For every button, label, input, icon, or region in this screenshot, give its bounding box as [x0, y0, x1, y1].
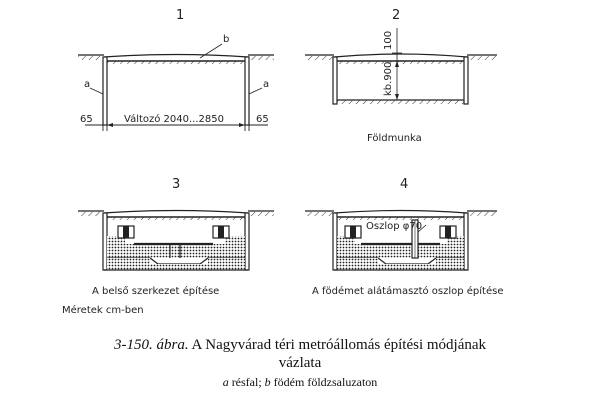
- figure-number: 3-150.: [113, 337, 153, 353]
- panel-2-number: 2: [392, 8, 400, 23]
- legend-a-text: résfal;: [231, 375, 262, 389]
- figure-caption-line2: vázlata: [0, 354, 600, 372]
- panel-3-number: 3: [172, 177, 180, 192]
- slab-b: [103, 53, 249, 58]
- figure-word: ábra.: [156, 337, 189, 353]
- dim-center: Változó 2040...2850: [124, 113, 224, 125]
- figure-title-line2: vázlata: [278, 355, 322, 371]
- dim-900: kb.900: [383, 62, 394, 96]
- figure-title-line1: A Nagyvárad téri metróállomás építési mó…: [191, 337, 487, 353]
- dim-100: 100: [383, 31, 394, 50]
- panel-3-caption-1: A belső szerkezet építése: [92, 285, 219, 297]
- panel-2: 2 100 kb.900 Földmunka: [305, 8, 497, 144]
- legend-a-letter: a: [222, 375, 229, 389]
- panel-1-number: 1: [176, 8, 184, 23]
- label-a-right: a: [263, 79, 269, 90]
- panel-4: 4 Oszlop φ70 A födémet alátámasztó oszlo…: [305, 177, 504, 297]
- panel-1: 1 b a a 65 Változó 2040...2850 65: [78, 8, 274, 131]
- panel-4-number: 4: [400, 177, 408, 192]
- label-column: Oszlop φ70: [366, 221, 422, 232]
- dim-left: 65: [80, 114, 93, 125]
- label-b: b: [223, 34, 229, 45]
- figure-drawing: 1 b a a 65 Változó 2040...2850 65 2: [62, 8, 504, 316]
- panel-2-caption: Földmunka: [367, 133, 422, 144]
- legend-b-letter: b: [264, 375, 271, 389]
- wall-a-right: [244, 56, 250, 126]
- panel-3: 3 A belső szerkezet építése Méretek cm-b…: [62, 177, 274, 316]
- figure-caption-line1: 3-150. ábra. A Nagyvárad téri metróállom…: [0, 336, 600, 354]
- panel-4-caption: A födémet alátámasztó oszlop építése: [312, 285, 504, 297]
- legend-b-text: födém földzsaluzaton: [273, 375, 378, 389]
- dim-right: 65: [256, 114, 269, 125]
- figure-legend: a résfal; b födém földzsaluzaton: [0, 374, 600, 390]
- panel-3-caption-2: Méretek cm-ben: [62, 304, 144, 316]
- label-a-left: a: [84, 79, 90, 90]
- wall-a-left: [102, 56, 108, 126]
